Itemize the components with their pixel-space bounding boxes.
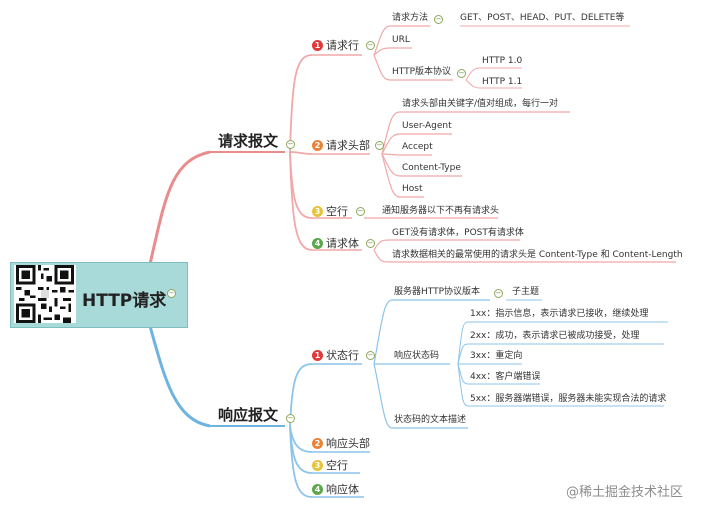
number-badge-4-icon: 4 — [312, 238, 323, 249]
http-version-label[interactable]: HTTP版本协议 — [392, 67, 452, 77]
status-line-title[interactable]: 状态行 — [326, 349, 359, 362]
request-method-value[interactable]: GET、POST、HEAD、PUT、DELETE等 — [460, 13, 625, 23]
request-blank-title[interactable]: 空行 — [326, 205, 348, 218]
request-method-label[interactable]: 请求方法 — [392, 13, 429, 23]
status-code-label[interactable]: 响应状态码 — [394, 351, 440, 361]
request-url[interactable]: URL — [392, 35, 410, 45]
number-badge-4-icon: 4 — [312, 484, 323, 495]
number-badge-3-icon: 3 — [312, 460, 323, 471]
request-header-item[interactable]: Host — [402, 184, 423, 194]
request-headers-title[interactable]: 请求头部 — [326, 139, 370, 152]
collapse-toggle-icon[interactable]: − — [366, 351, 375, 360]
request-body-item[interactable]: 请求数据相关的最常使用的请求头是 Content-Type 和 Content-… — [392, 250, 683, 260]
qr-code-icon — [14, 265, 76, 323]
watermark: @稀土掘金技术社区 — [566, 485, 684, 500]
number-badge-1-icon: 1 — [312, 40, 323, 51]
collapse-toggle-icon[interactable]: − — [167, 289, 176, 298]
number-badge-3-icon: 3 — [312, 206, 323, 217]
sub-topic[interactable]: 子主题 — [512, 287, 540, 297]
collapse-toggle-icon[interactable]: − — [494, 289, 503, 298]
status-code-item[interactable]: 1xx：指示信息，表示请求已接收，继续处理 — [470, 309, 649, 319]
collapse-toggle-icon[interactable]: − — [457, 69, 466, 78]
response-blank-title[interactable]: 空行 — [326, 459, 348, 472]
number-badge-1-icon: 1 — [312, 350, 323, 361]
status-code-item[interactable]: 5xx：服务器端错误，服务器未能实现合法的请求 — [470, 394, 667, 404]
http-version-item[interactable]: HTTP 1.0 — [482, 56, 523, 66]
status-text-desc[interactable]: 状态码的文本描述 — [394, 415, 467, 425]
http-version-item[interactable]: HTTP 1.1 — [482, 77, 523, 87]
status-code-item[interactable]: 2xx：成功，表示请求已被成功接受，处理 — [470, 331, 640, 341]
response-branch-lines — [148, 299, 668, 498]
request-blank-desc[interactable]: 通知服务器以下不再有请求头 — [382, 206, 500, 216]
collapse-toggle-icon[interactable]: − — [366, 41, 375, 50]
request-header-item[interactable]: User-Agent — [402, 121, 452, 131]
response-body-title[interactable]: 响应体 — [326, 483, 359, 496]
request-header-item[interactable]: 请求头部由关键字/值对组成，每行一对 — [402, 99, 559, 109]
collapse-toggle-icon[interactable]: − — [375, 141, 384, 150]
request-header-item[interactable]: Content-Type — [402, 163, 461, 173]
request-header-item[interactable]: Accept — [402, 142, 433, 152]
collapse-toggle-icon[interactable]: − — [286, 414, 295, 423]
request-line-title[interactable]: 请求行 — [326, 39, 359, 52]
request-branch-lines — [148, 25, 676, 265]
collapse-toggle-icon[interactable]: − — [366, 239, 375, 248]
collapse-toggle-icon[interactable]: − — [356, 207, 365, 216]
root-title: HTTP请求 — [82, 291, 167, 311]
request-body-title[interactable]: 请求体 — [326, 237, 359, 250]
collapse-toggle-icon[interactable]: − — [286, 140, 295, 149]
request-body-item[interactable]: GET没有请求体，POST有请求体 — [392, 228, 524, 238]
number-badge-2-icon: 2 — [312, 438, 323, 449]
status-code-item[interactable]: 3xx：重定向 — [470, 351, 523, 361]
request-message-title[interactable]: 请求报文 — [218, 132, 279, 150]
response-headers-title[interactable]: 响应头部 — [326, 437, 370, 450]
number-badge-2-icon: 2 — [312, 140, 323, 151]
status-code-item[interactable]: 4xx：客户端错误 — [470, 372, 541, 382]
collapse-toggle-icon[interactable]: − — [434, 15, 443, 24]
response-message-title[interactable]: 响应报文 — [218, 406, 279, 424]
server-http-version-label[interactable]: 服务器HTTP协议版本 — [394, 287, 481, 297]
